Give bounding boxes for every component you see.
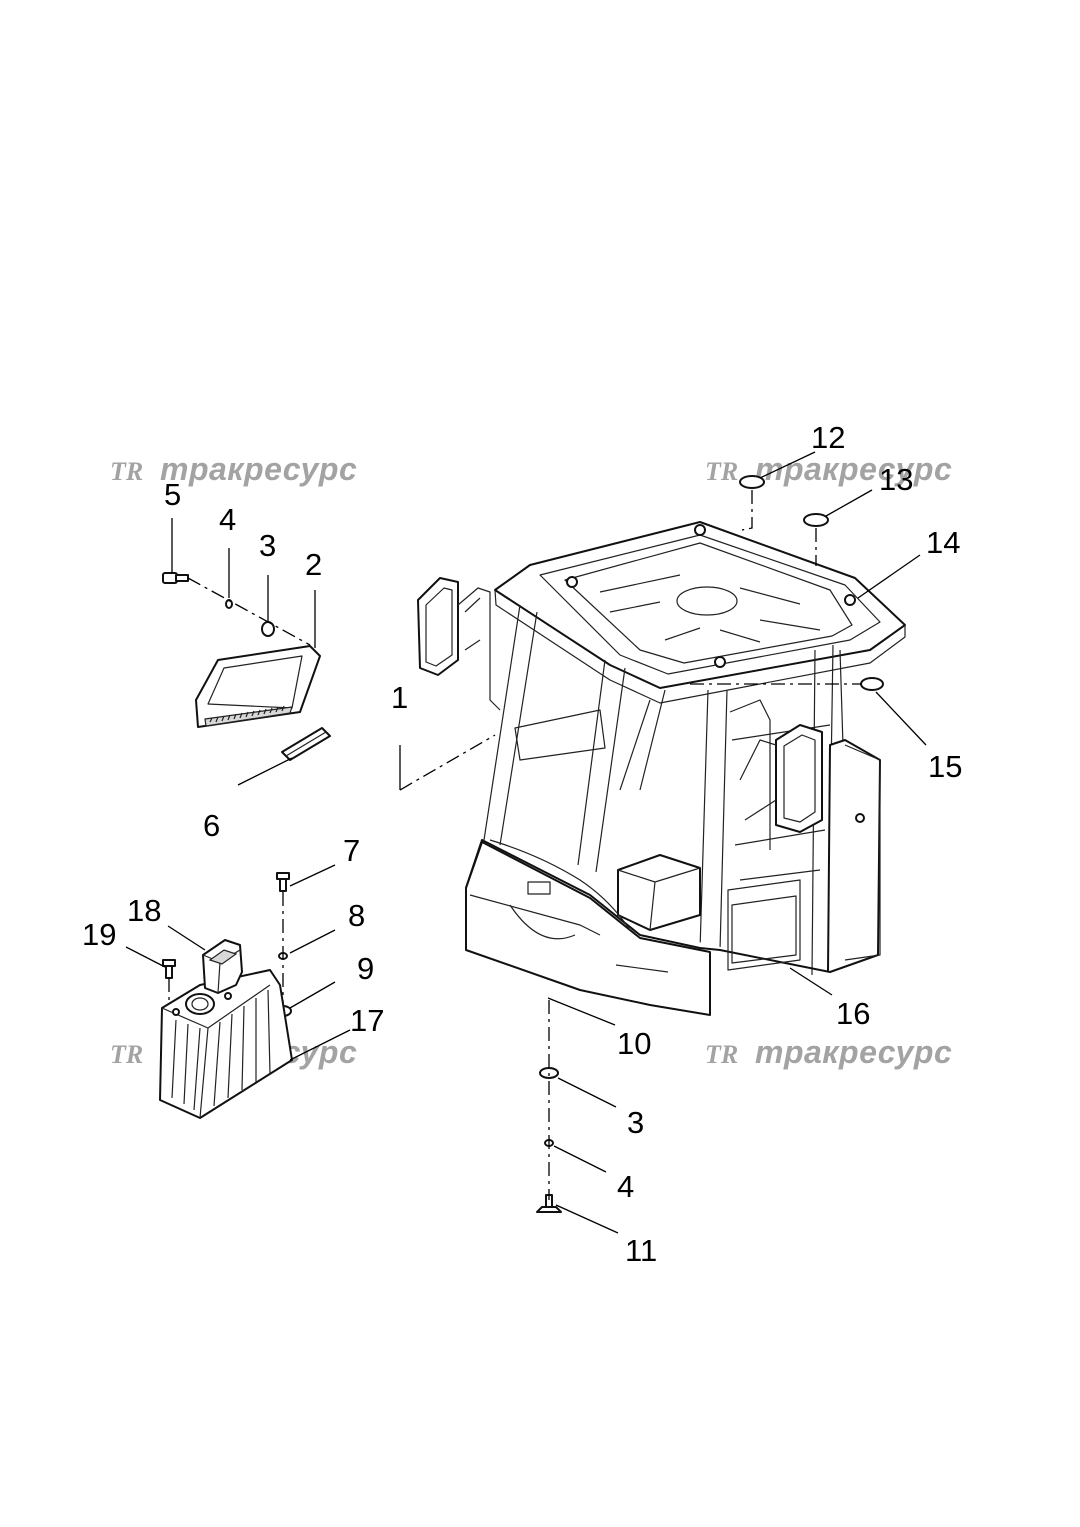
- leader-line-8: [289, 929, 336, 954]
- mirror-right: [739, 724, 823, 833]
- leader-line-4-lower: [553, 1145, 607, 1173]
- leader-line-7: [289, 864, 336, 887]
- leader-line-11: [555, 1204, 619, 1234]
- seal-strip-part-6: [281, 727, 331, 761]
- watermark-text: тракресурс: [755, 451, 952, 487]
- plug-part-13: [803, 513, 829, 527]
- watermark-text: тракресурс: [755, 1034, 952, 1070]
- watermark-top-left: TR тракресурс: [110, 451, 357, 487]
- leader-line-3-lower: [557, 1077, 617, 1108]
- callout-13: 13: [879, 462, 913, 497]
- watermark-logo: TR: [110, 1040, 143, 1069]
- callout-1: 1: [391, 680, 408, 715]
- plug-part-12: [739, 475, 765, 489]
- callout-16: 16: [836, 996, 870, 1031]
- leader-assembly-axis: [187, 577, 311, 646]
- leader-line-12: [759, 451, 816, 479]
- bolt-part-7: [276, 872, 290, 892]
- watermark-top-right: TR тракресурс: [705, 451, 952, 487]
- leader-axis-1: [399, 734, 496, 791]
- callout-12: 12: [811, 420, 845, 455]
- leader-line-19: [125, 946, 166, 968]
- bolt-part-11: [536, 1194, 562, 1213]
- callout-3: 3: [259, 528, 276, 563]
- cab-assembly-part-1: [465, 521, 906, 1016]
- callout-4: 4: [219, 502, 236, 537]
- watermark-logo: TR: [110, 457, 143, 486]
- leader-line-14: [857, 554, 921, 599]
- leader-line-9: [289, 981, 336, 1009]
- leader-line-16: [789, 967, 833, 996]
- callout-7: 7: [343, 833, 360, 868]
- callout-15: 15: [928, 749, 962, 784]
- callout-9: 9: [357, 951, 374, 986]
- leader-line-18: [167, 925, 206, 951]
- leader-axis-12: [741, 490, 753, 531]
- bolt-part-5: [162, 572, 189, 584]
- callout-2: 2: [305, 547, 322, 582]
- plug-part-15: [860, 677, 884, 691]
- console-housing-part-17: [159, 969, 293, 1119]
- leader-line-15: [875, 691, 927, 746]
- watermark-text: тракресурс: [160, 451, 357, 487]
- callout-17: 17: [350, 1003, 384, 1038]
- vent-panel-part-2: [195, 645, 321, 728]
- control-head-part-18: [202, 939, 243, 994]
- callout-10: 10: [617, 1026, 651, 1061]
- bolt-part-19: [162, 959, 176, 979]
- leader-line-6: [237, 757, 293, 786]
- washer-part-3: [261, 621, 275, 637]
- callout-19: 19: [82, 917, 116, 952]
- watermark-bottom-right: TR тракресурс: [705, 1034, 952, 1070]
- watermark-logo: TR: [705, 1040, 738, 1069]
- callout-18: 18: [127, 893, 161, 928]
- mirror-left: [417, 577, 501, 711]
- leader-line-13: [825, 489, 873, 517]
- callout-6: 6: [203, 808, 220, 843]
- callout-5: 5: [164, 477, 181, 512]
- leader-line-10: [547, 997, 616, 1026]
- callout-4-lower: 4: [617, 1169, 634, 1204]
- leader-line-17: [289, 1029, 351, 1061]
- callout-14: 14: [926, 525, 960, 560]
- callout-11: 11: [625, 1233, 657, 1268]
- callout-8: 8: [348, 898, 365, 933]
- watermark-logo: TR: [705, 457, 738, 486]
- callout-3-lower: 3: [627, 1105, 644, 1140]
